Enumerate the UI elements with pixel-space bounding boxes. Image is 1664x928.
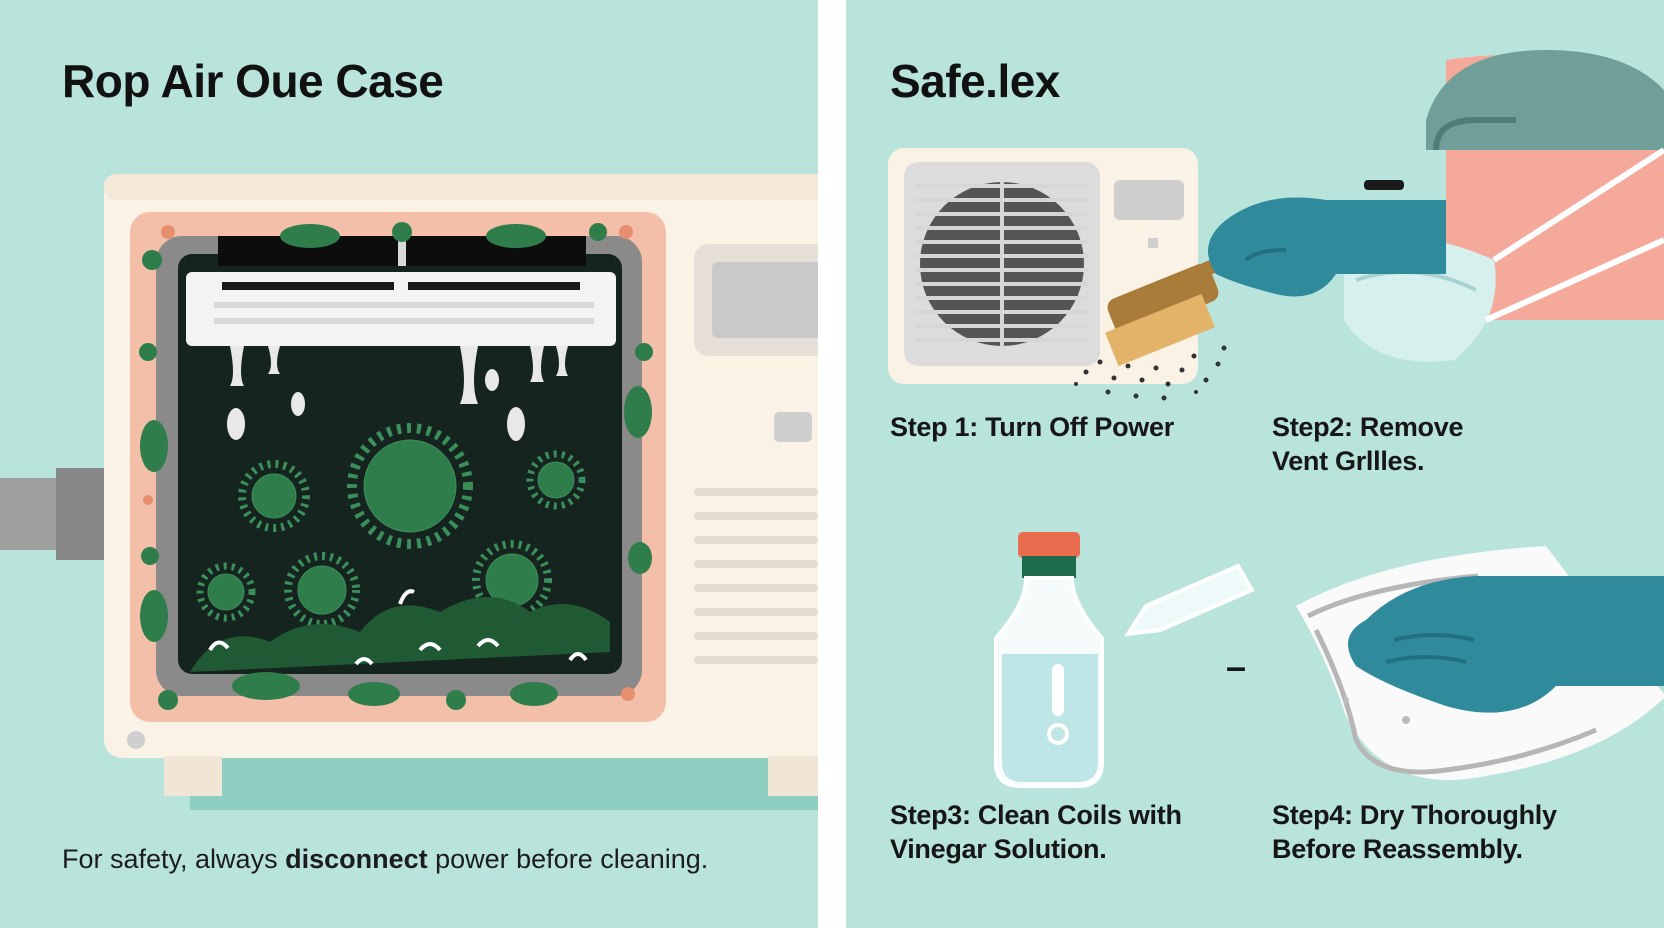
step-3-line-2: Vinegar Solution. <box>890 834 1107 864</box>
left-panel: Rop Air Oue Case <box>0 0 818 928</box>
moldy-ac-unit-illustration <box>0 174 818 810</box>
right-panel: Safe.lex <box>846 0 1664 928</box>
step-4-line-1: Step4: Dry Thoroughly <box>1272 800 1557 830</box>
step-4-line-2: Before Reassembly. <box>1272 834 1523 864</box>
safety-caption: For safety, always disconnect power befo… <box>62 844 708 875</box>
panel-divider <box>818 0 846 928</box>
cleaning-steps-illustration <box>888 50 1664 788</box>
step-2-line-2: Vent Grllles. <box>1272 446 1425 476</box>
step-1-label: Step 1: Turn Off Power <box>890 410 1174 444</box>
step-3-line-1: Step3: Clean Coils with <box>890 800 1182 830</box>
right-panel-title: Safe.lex <box>890 55 1060 107</box>
caption-text-before: For safety, always <box>62 844 286 874</box>
left-panel-title: Rop Air Oue Case <box>62 55 444 107</box>
caption-bold-word: disconnect <box>285 844 428 874</box>
step-2-line-1: Step2: Remove <box>1272 412 1464 442</box>
step-1-line-1: Step 1: Turn Off Power <box>890 412 1174 442</box>
step-separator-dash: – <box>1226 646 1246 687</box>
caption-text-after: power before cleaning. <box>427 844 709 874</box>
